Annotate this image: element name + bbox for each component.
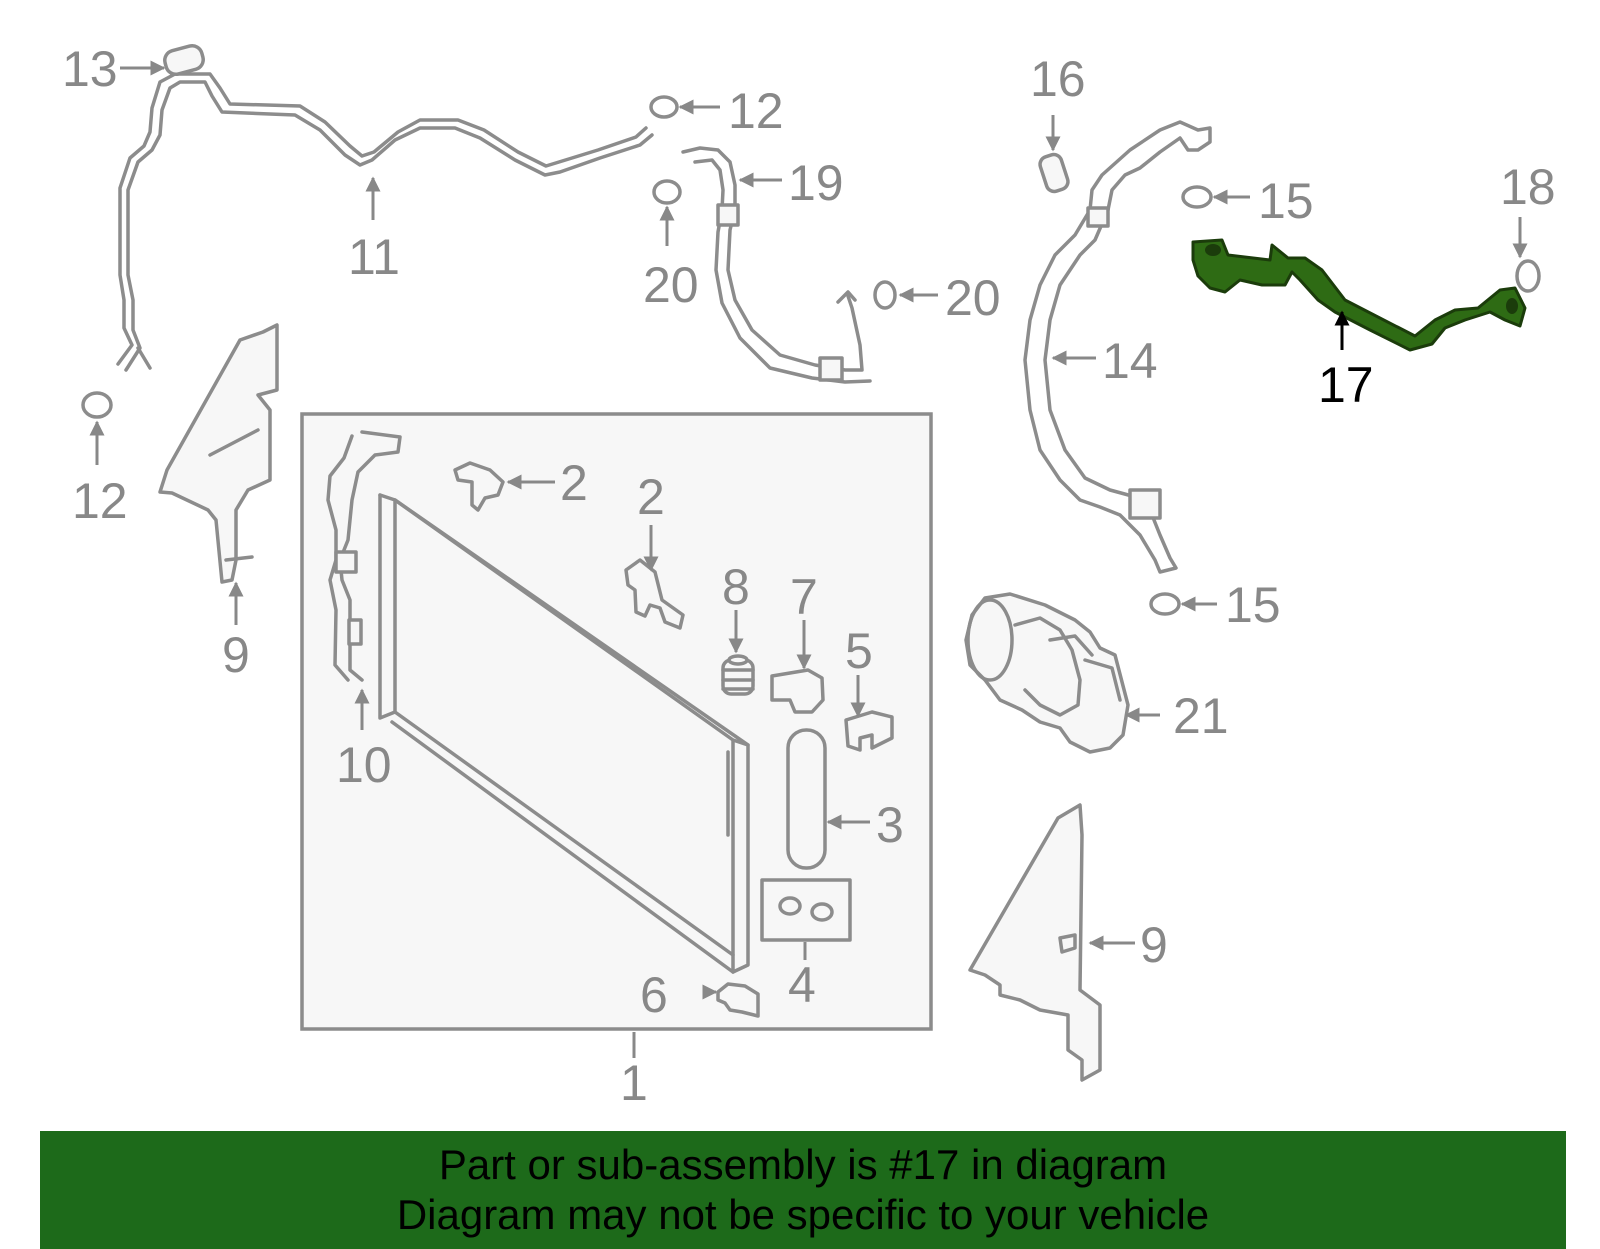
callout-8[interactable]: 8	[722, 559, 750, 615]
o-ring-12-top	[649, 95, 679, 119]
condenser-core	[378, 493, 750, 974]
bracket-6	[716, 982, 760, 1018]
callout-20-a[interactable]: 20	[643, 257, 699, 313]
callout-13[interactable]: 13	[62, 41, 118, 97]
pipe-17-highlighted[interactable]	[1191, 238, 1527, 352]
o-ring-12-left	[81, 391, 113, 419]
callout-5[interactable]: 5	[845, 623, 873, 679]
hose-14	[1023, 120, 1212, 574]
bracket-2-a	[453, 461, 505, 512]
callout-20-b[interactable]: 20	[945, 270, 1001, 326]
cap-7	[770, 668, 825, 714]
callout-17[interactable]: 17	[1318, 357, 1374, 413]
callout-15-top[interactable]: 15	[1258, 173, 1314, 229]
o-ring-20-a	[652, 179, 682, 205]
callout-9-right[interactable]: 9	[1140, 917, 1168, 973]
callout-11[interactable]: 11	[348, 229, 400, 285]
o-ring-20-b	[873, 280, 897, 310]
pipe-11	[116, 72, 654, 372]
o-ring-15-bottom	[1149, 592, 1181, 616]
callouts: 13 12 11 19 20 20 12 16 15 18 17 14 15 2…	[62, 41, 1556, 1111]
callout-7[interactable]: 7	[790, 569, 818, 625]
callout-16[interactable]: 16	[1030, 51, 1086, 107]
callout-21[interactable]: 21	[1173, 688, 1229, 744]
bracket-9-right	[968, 803, 1102, 1082]
callout-2-a[interactable]: 2	[560, 455, 588, 511]
o-ring-15-top	[1181, 185, 1213, 209]
clip-5	[844, 710, 894, 752]
cap-16	[1038, 152, 1070, 194]
callout-10[interactable]: 10	[336, 737, 392, 793]
hose-19	[681, 146, 872, 384]
mount-8	[721, 654, 755, 696]
callout-12-top[interactable]: 12	[728, 83, 784, 139]
banner-line-2: Diagram may not be specific to your vehi…	[396, 1191, 1210, 1238]
pipe-10	[326, 430, 402, 682]
leader-lines	[89, 60, 1528, 1058]
receiver-dryer-3	[786, 728, 827, 870]
callout-12-left[interactable]: 12	[72, 473, 128, 529]
callout-2-b[interactable]: 2	[637, 469, 665, 525]
compressor-21	[964, 592, 1130, 754]
o-ring-18	[1515, 259, 1541, 293]
plate-4	[760, 878, 852, 942]
bracket-2-b	[624, 558, 685, 630]
callout-19[interactable]: 19	[788, 155, 844, 211]
bracket-9-left	[158, 323, 279, 584]
info-banner: Part or sub-assembly is #17 in diagram D…	[40, 1131, 1566, 1249]
callout-18[interactable]: 18	[1500, 159, 1556, 215]
callout-3[interactable]: 3	[876, 797, 904, 853]
callout-9-left[interactable]: 9	[222, 627, 250, 683]
callout-1[interactable]: 1	[620, 1055, 648, 1111]
callout-4[interactable]: 4	[788, 957, 816, 1013]
callout-6[interactable]: 6	[640, 967, 668, 1023]
callout-15-bottom[interactable]: 15	[1225, 577, 1281, 633]
callout-14[interactable]: 14	[1102, 333, 1158, 389]
banner-line-1: Part or sub-assembly is #17 in diagram	[438, 1141, 1168, 1188]
cap-13	[163, 43, 205, 77]
